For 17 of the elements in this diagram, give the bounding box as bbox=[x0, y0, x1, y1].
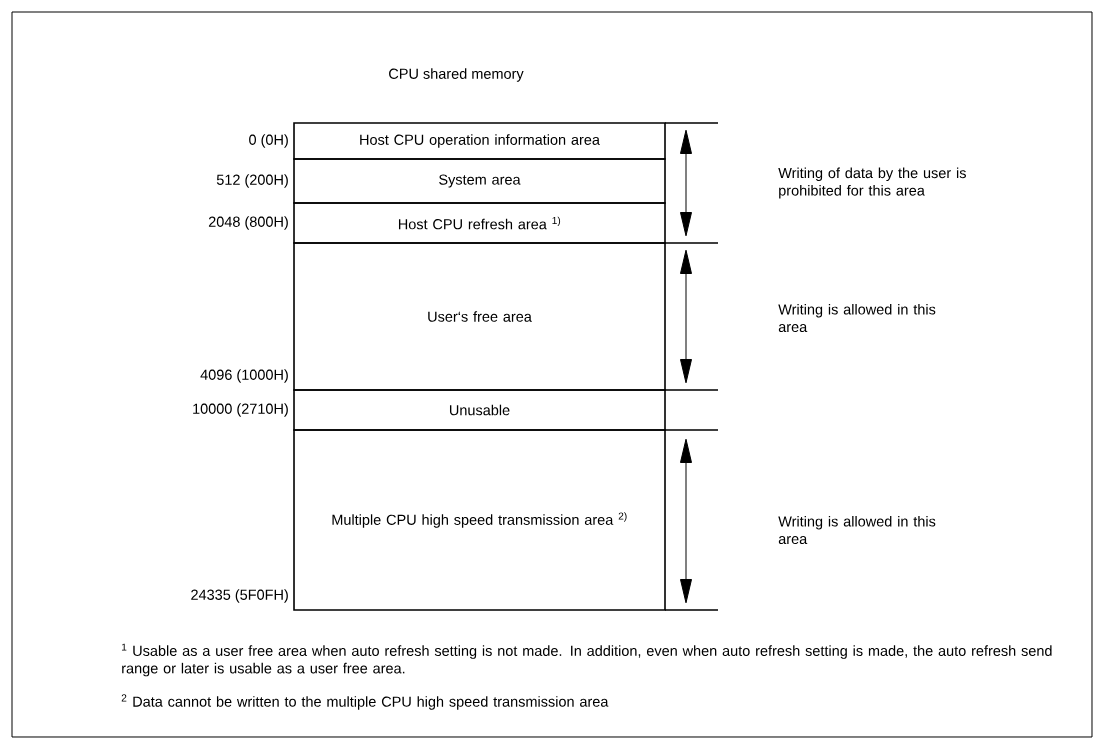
address-label: 512 (200H) bbox=[216, 174, 288, 188]
memory-area-box: System area bbox=[293, 158, 666, 204]
memory-area-box: Multiple CPU high speed transmission area $^{2)}$ bbox=[293, 429, 666, 611]
memory-area-box: Unusable bbox=[293, 389, 666, 431]
note-text: Writing is allowed in this area bbox=[778, 303, 936, 333]
address-label: 10000 (2710H) bbox=[193, 403, 288, 417]
memory-area-box: User‘s free area bbox=[293, 242, 666, 391]
title: CPU shared memory bbox=[389, 68, 524, 82]
note-text: Writing of data by the user is prohibited for this area bbox=[778, 167, 966, 199]
address-label: 0 (0H) bbox=[249, 134, 288, 148]
address-label: 4096 (1000H) bbox=[200, 369, 288, 383]
address-label: 2048 (800H) bbox=[208, 216, 288, 230]
memory-area-box: Host CPU operation information area bbox=[293, 122, 666, 160]
footnote: $^{1}$ Usable as a user free area when auto refresh setting is not made. In addition, even when auto refresh setting is made, the auto refresh send range or later is usable as a user free area. bbox=[122, 643, 1052, 677]
memory-area-box: Host CPU refresh area $^{1)}$ bbox=[293, 202, 666, 244]
note-text: Writing is allowed in this area bbox=[778, 515, 936, 545]
footnote: $^{2}$ Data cannot be written to the multiple CPU high speed transmission area bbox=[121, 694, 609, 710]
